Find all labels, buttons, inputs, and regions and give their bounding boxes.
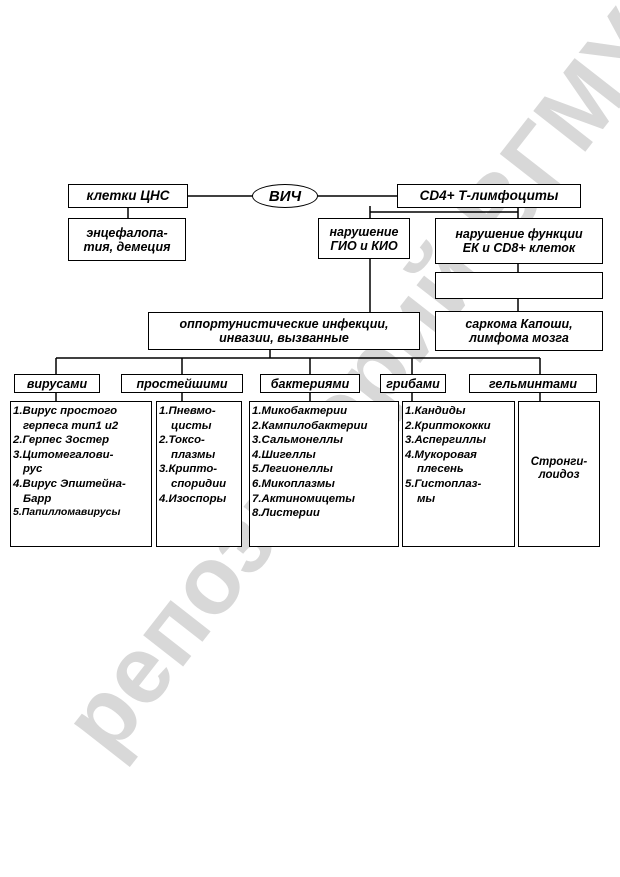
list-item: 1.Кандиды (405, 405, 466, 417)
encephalopathy-box: энцефалопа- тия, демеция (68, 218, 186, 261)
list-item: плазмы (171, 448, 216, 461)
category-helminths: гельминтами (469, 374, 597, 393)
empty-box (435, 272, 603, 299)
category-fungi-label: грибами (386, 376, 440, 391)
list-item: 8.Листерии (252, 507, 320, 520)
list-item: 4.Мукоровая (405, 448, 477, 461)
list-item: плесень (417, 463, 464, 476)
list-item: герпеса тип1 и2 (23, 419, 119, 432)
category-fungi: грибами (380, 374, 446, 393)
kaposi-line-1: саркома Капоши, (465, 317, 573, 331)
hiv-label: ВИЧ (268, 187, 302, 205)
cns-cells-box: клетки ЦНС (68, 184, 188, 208)
list-item: 2.Токсо- (159, 434, 205, 447)
list-item: Барр (23, 492, 52, 505)
category-bacteria-label: бактериями (270, 376, 350, 391)
category-protozoa: простейшими (121, 374, 243, 393)
kaposi-line-2: лимфома мозга (469, 331, 569, 345)
list-item: Стронги- (530, 456, 588, 468)
list-item: 3.Сальмонеллы (252, 434, 343, 447)
gio-kio-line-2: ГИО и КИО (330, 238, 398, 253)
opportunistic-line-2: инвазии, вызванные (219, 331, 349, 345)
list-item: 1.Вирус простого (13, 405, 118, 417)
kaposi-sarcoma-box: саркома Капоши, лимфома мозга (435, 311, 603, 351)
cns-cells-label: клетки ЦНС (86, 188, 170, 204)
list-item: 5.Гистоплаз- (405, 477, 482, 490)
category-protozoa-label: простейшими (136, 376, 228, 391)
list-item: 2.Герпес Зостер (13, 434, 110, 447)
list-item: рус (23, 463, 43, 476)
list-item: 4.Изоспоры (159, 492, 227, 505)
list-item: 2.Кампилобактерии (252, 419, 368, 432)
list-item: мы (417, 492, 436, 505)
viruses-list: 1.Вирус простого герпеса тип1 и2 2.Герпе… (10, 401, 152, 547)
bacteria-list: 1.Микобактерии 2.Кампилобактерии 3.Сальм… (249, 401, 399, 547)
cd4-lymphocytes-box: CD4+ Т-лимфоциты (397, 184, 581, 208)
list-item: 1.Пневмо- (159, 405, 216, 417)
list-item: 5.Легионеллы (252, 463, 333, 476)
list-item: лоидоз (538, 468, 580, 481)
list-item: 5.Папилломавирусы (13, 506, 121, 519)
list-item: 3.Аспергиллы (405, 434, 486, 447)
gio-kio-line-1: нарушение (329, 224, 399, 239)
category-helminths-label: гельминтами (488, 376, 578, 391)
gio-kio-box: нарушение ГИО и КИО (318, 218, 410, 259)
list-item: 4.Вирус Эпштейна- (13, 477, 126, 490)
category-viruses-label: вирусами (26, 376, 88, 391)
list-item: 3.Цитомегалови- (13, 448, 114, 461)
opportunistic-line-1: оппортунистические инфекции, (179, 317, 389, 331)
cd4-lymphocytes-label: CD4+ Т-лимфоциты (419, 188, 559, 204)
ek-cd8-line-2: ЕК и CD8+ клеток (462, 241, 576, 255)
list-item: 4.Шигеллы (252, 448, 316, 461)
list-item: 7.Актиномицеты (252, 492, 355, 505)
list-item: 1.Микобактерии (252, 405, 348, 417)
protozoa-list: 1.Пневмо- цисты 2.Токсо- плазмы 3.Крипто… (156, 401, 242, 547)
encephalopathy-line-1: энцефалопа- (86, 225, 168, 240)
list-item: 3.Крипто- (159, 463, 218, 476)
category-bacteria: бактериями (260, 374, 360, 393)
ek-cd8-box: нарушение функции ЕК и CD8+ клеток (435, 218, 603, 264)
encephalopathy-line-2: тия, демеция (83, 239, 171, 254)
ek-cd8-line-1: нарушение функции (455, 227, 583, 241)
opportunistic-infections-box: оппортунистические инфекции, инвазии, вы… (148, 312, 420, 350)
fungi-list: 1.Кандиды 2.Криптококки 3.Аспергиллы 4.М… (402, 401, 515, 547)
list-item: споридии (171, 477, 227, 490)
hiv-node: ВИЧ (252, 184, 318, 208)
category-viruses: вирусами (14, 374, 100, 393)
list-item: цисты (171, 419, 212, 432)
list-item: 2.Криптококки (405, 419, 491, 432)
helminths-list: Стронги- лоидоз (518, 401, 600, 547)
list-item: 6.Микоплазмы (252, 477, 335, 490)
